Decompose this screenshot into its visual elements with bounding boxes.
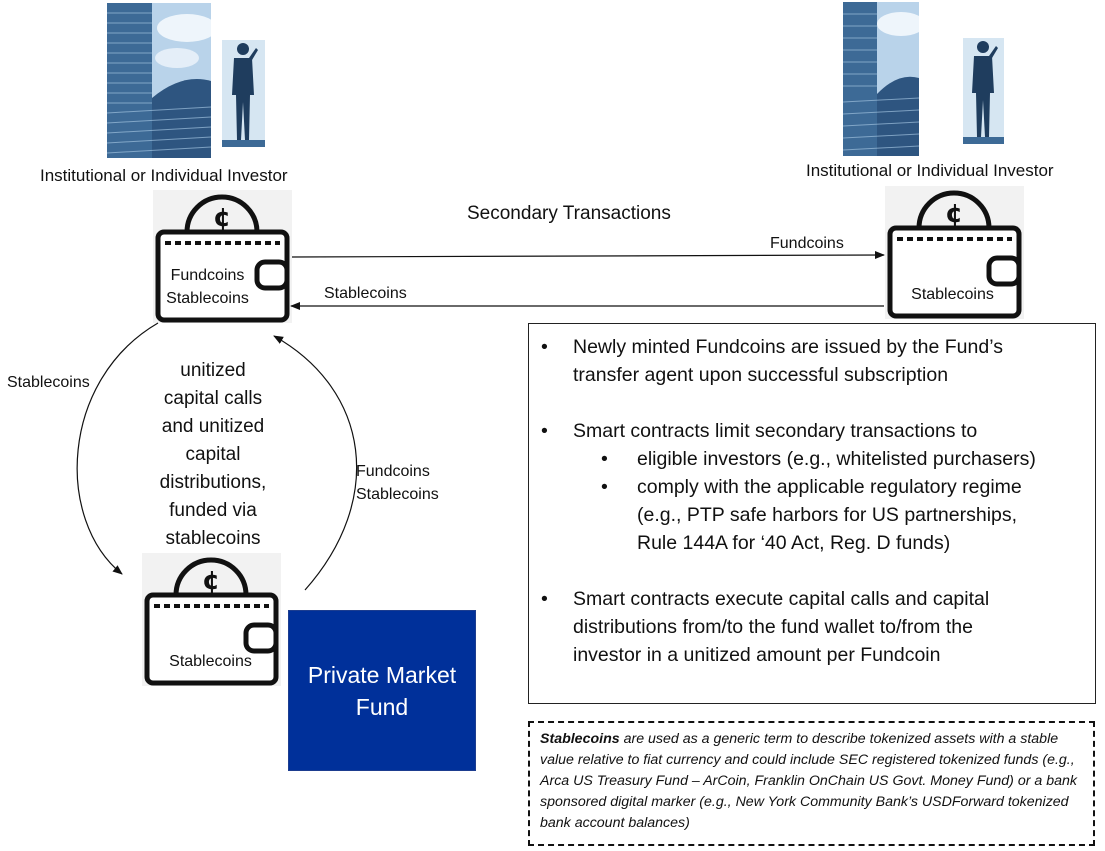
investor-label-left: Institutional or Individual Investor — [40, 166, 288, 185]
svg-text:¢: ¢ — [202, 566, 220, 596]
svg-text:¢: ¢ — [213, 203, 231, 233]
arrow-fundcoins-right — [291, 251, 885, 260]
bullet-item: • Smart contracts execute capital calls … — [529, 585, 1095, 669]
wallet-line-stablecoins: Stablecoins — [911, 286, 994, 303]
sub-bullet-item: • comply with the applicable regulatory … — [529, 473, 1095, 557]
description-line: funded via — [169, 500, 257, 521]
arrow-fundcoins-stablecoins-up — [273, 335, 358, 591]
description-line: capital — [185, 444, 241, 465]
note-text: are used as a generic term to describe t… — [540, 731, 1077, 831]
bullet-mark: • — [541, 336, 548, 358]
bullet-line: investor in a unitized amount per Fundco… — [573, 644, 941, 666]
arrow-stablecoins-down — [76, 322, 159, 575]
bullet-line: comply with the applicable regulatory re… — [637, 476, 1022, 498]
wallet-text-right: Stablecoins — [900, 283, 1005, 306]
note-term: Stablecoins — [540, 731, 620, 747]
wallet-line-stablecoins: Stablecoins — [169, 653, 252, 670]
flow-label-fundcoins-stablecoins-up: Fundcoins Stablecoins — [356, 460, 439, 506]
description-line: stablecoins — [165, 528, 261, 549]
bullet-line: transfer agent upon successful subscript… — [573, 364, 949, 386]
building-image-right — [843, 2, 919, 156]
flow-label-stablecoins-left: Stablecoins — [324, 285, 407, 302]
description-line: and unitized — [161, 416, 265, 437]
bullet-line: distributions from/to the fund wallet to… — [573, 616, 973, 638]
bullet-mark: • — [601, 448, 608, 470]
wallet-text-fund: Stablecoins — [158, 650, 263, 673]
bullet-line: Smart contracts limit secondary transact… — [573, 420, 978, 442]
bullet-line: (e.g., PTP safe harbors for US partnersh… — [637, 504, 1018, 526]
fund-label-line: Private Market — [307, 661, 457, 688]
flow-label-fundcoins: Fundcoins — [770, 235, 844, 252]
flow-line-fundcoins: Fundcoins — [356, 463, 430, 480]
capital-flow-description: unitized capital calls and unitized capi… — [142, 357, 284, 553]
sub-bullet-item: • eligible investors (e.g., whitelisted … — [529, 445, 1095, 473]
private-market-fund-box: Private Market Fund — [288, 610, 476, 771]
bullet-item: • Smart contracts limit secondary transa… — [529, 417, 1095, 445]
person-image-left — [222, 40, 265, 147]
diagram-title: Secondary Transactions — [467, 203, 671, 224]
bullet-mark: • — [541, 588, 548, 610]
bullet-line: Rule 144A for ‘40 Act, Reg. D funds) — [637, 532, 951, 554]
smart-contract-info-box: • Newly minted Fundcoins are issued by t… — [528, 323, 1096, 704]
svg-text:¢: ¢ — [945, 199, 963, 229]
bullet-line: Smart contracts execute capital calls an… — [573, 588, 990, 610]
building-image-left — [107, 3, 211, 158]
stablecoins-definition-note: Stablecoins are used as a generic term t… — [528, 721, 1095, 846]
flow-label-stablecoins-down: Stablecoins — [7, 374, 90, 391]
bullet-item: • Newly minted Fundcoins are issued by t… — [529, 333, 1095, 389]
person-image-right — [963, 38, 1004, 144]
bullet-line: eligible investors (e.g., whitelisted pu… — [637, 448, 1036, 470]
investor-label-right: Institutional or Individual Investor — [806, 161, 1054, 180]
description-line: unitized — [180, 360, 246, 381]
description-line: distributions, — [159, 472, 267, 493]
wallet-line-stablecoins: Stablecoins — [166, 290, 249, 307]
bullet-line: Newly minted Fundcoins are issued by the… — [573, 336, 1003, 358]
wallet-line-fundcoins: Fundcoins — [170, 267, 245, 284]
flow-line-stablecoins: Stablecoins — [356, 486, 439, 503]
wallet-icon-right: ¢ — [885, 186, 1024, 319]
bullet-mark: • — [541, 420, 548, 442]
wallet-text-left: Fundcoins Stablecoins — [160, 264, 255, 310]
wallet-icon-fund: ¢ — [142, 553, 281, 686]
fund-label-line: Fund — [355, 693, 409, 720]
wallet-icon-left: ¢ — [153, 190, 292, 323]
bullet-mark: • — [601, 476, 608, 498]
description-line: capital calls — [163, 388, 263, 409]
